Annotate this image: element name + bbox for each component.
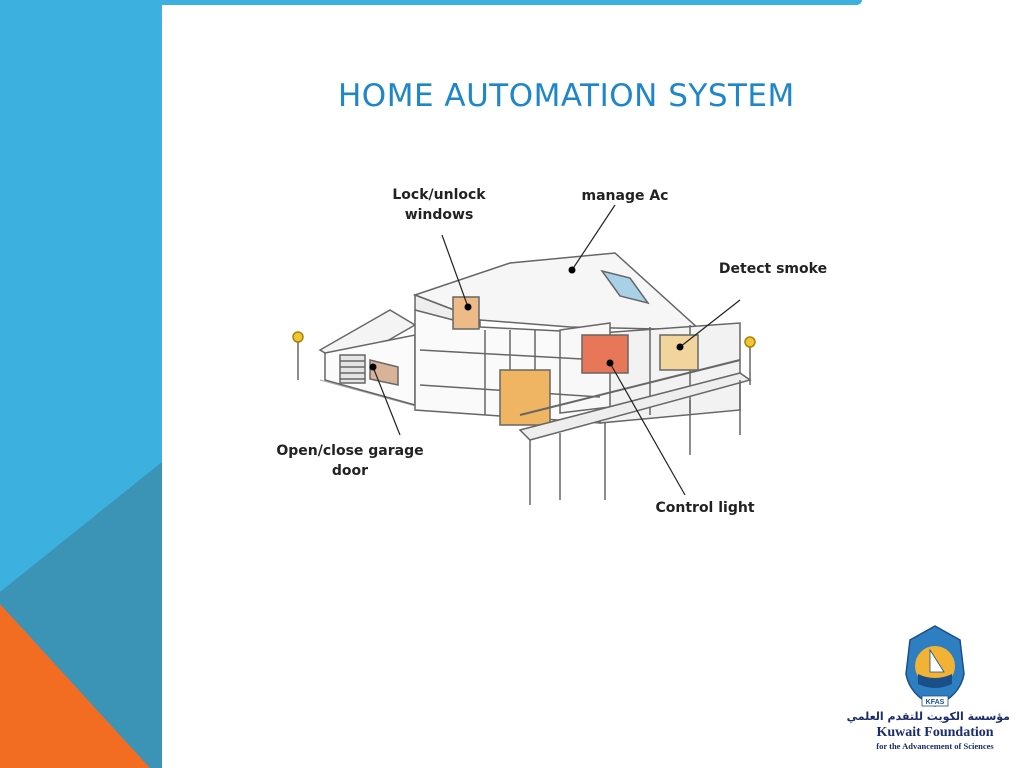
leader-detect-smoke bbox=[679, 299, 741, 348]
kfas-emblem-icon: KFAS bbox=[905, 625, 965, 707]
top-accent-bar bbox=[162, 0, 862, 5]
logo-arabic-name: مؤسسة الكويت للتقدم العلمي bbox=[846, 710, 1010, 723]
callout-detect-smoke: Detect smoke bbox=[718, 261, 828, 277]
room-smoke bbox=[659, 334, 699, 371]
garage-car-panel bbox=[369, 359, 399, 386]
leader-lock-windows bbox=[441, 234, 469, 308]
leader-manage-ac bbox=[571, 204, 616, 271]
callout-control-light: Control light bbox=[655, 500, 755, 516]
slide-title: HOME AUTOMATION SYSTEM bbox=[338, 78, 795, 114]
dot-lock-windows bbox=[464, 303, 472, 311]
house-diagram bbox=[270, 175, 840, 525]
dot-manage-ac bbox=[568, 266, 576, 274]
leader-control-light bbox=[609, 362, 686, 496]
lamp-left-icon bbox=[292, 331, 304, 343]
leader-garage-door bbox=[372, 366, 401, 436]
dot-detect-smoke bbox=[676, 343, 684, 351]
kfas-logo: KFAS مؤسسة الكويت للتقدم العلمي Kuwait F… bbox=[846, 622, 1010, 752]
dot-control-light bbox=[606, 359, 614, 367]
room-lower bbox=[499, 369, 551, 426]
callout-manage-ac: manage Ac bbox=[581, 188, 669, 204]
room-light bbox=[581, 334, 629, 374]
sidebar-orange-triangle bbox=[0, 604, 150, 768]
callout-garage-door: Open/close garage door bbox=[276, 443, 424, 479]
logo-emblem-text: KFAS bbox=[926, 699, 945, 706]
logo-name: Kuwait Foundation bbox=[876, 725, 994, 740]
skylight bbox=[600, 269, 650, 305]
dot-garage-door bbox=[369, 363, 377, 371]
sidebar-decoration bbox=[0, 0, 162, 768]
lamp-right-icon bbox=[744, 336, 756, 348]
callout-lock-windows: Lock/unlock windows bbox=[392, 187, 486, 223]
logo-subtitle: for the Advancement of Sciences bbox=[876, 741, 994, 751]
